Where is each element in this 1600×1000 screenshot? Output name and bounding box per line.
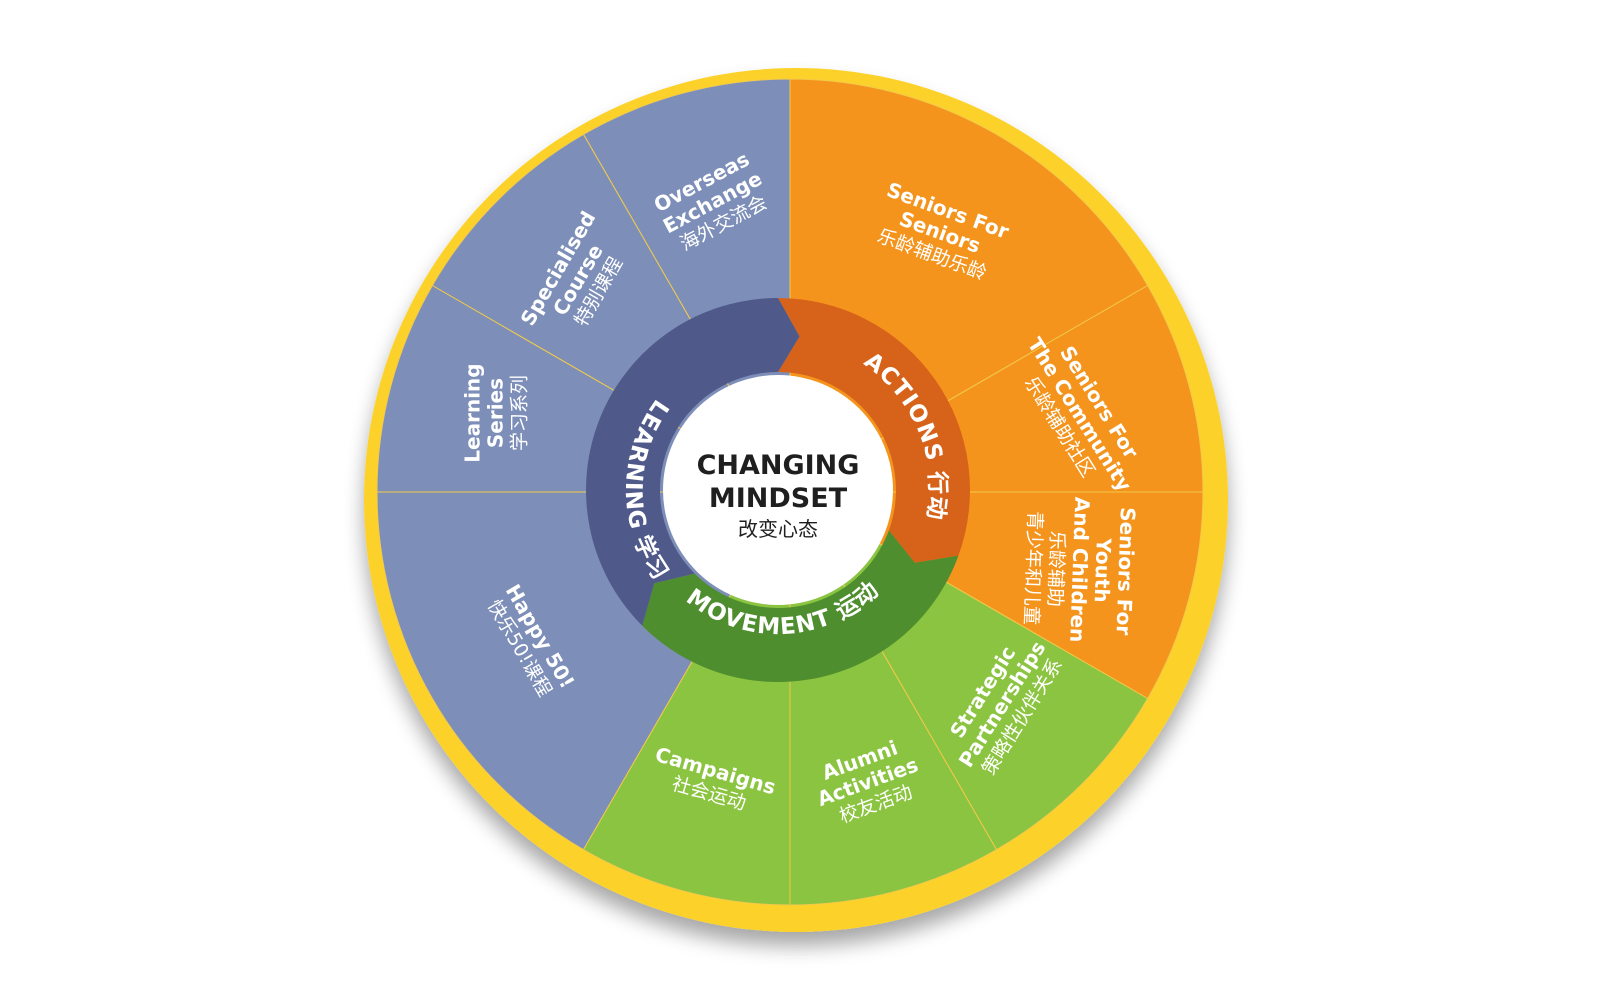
wheel-body: OverseasExchange海外交流会SpecialisedCourse特别… bbox=[364, 68, 1228, 932]
center-title-line2: MINDSET bbox=[709, 483, 848, 514]
ring-band-actions bbox=[778, 298, 970, 563]
segment-label-text: And Children bbox=[1065, 496, 1094, 642]
segment-label-chinese: 乐龄辅助 bbox=[1043, 530, 1068, 607]
center-hub: CHANGING MINDSET 改变心态 bbox=[663, 375, 893, 605]
inner-ring bbox=[585, 298, 970, 682]
segment-label-text: Learning bbox=[460, 363, 484, 462]
center-title-line1: CHANGING bbox=[697, 450, 860, 481]
ring-band-movement bbox=[642, 530, 959, 682]
segment-label-chinese: 学习系列 bbox=[508, 375, 530, 451]
segment-label-text: Series bbox=[483, 378, 507, 448]
segment-label-text: Youth bbox=[1090, 537, 1116, 603]
segment-label-text: Seniors For bbox=[1112, 507, 1140, 636]
center-circle bbox=[663, 375, 893, 605]
ring-band-learning bbox=[585, 298, 800, 626]
center-title-chinese: 改变心态 bbox=[738, 517, 818, 541]
segment-label-chinese: 青少年和儿童 bbox=[1020, 511, 1046, 626]
segment-1-learning bbox=[431, 133, 792, 494]
